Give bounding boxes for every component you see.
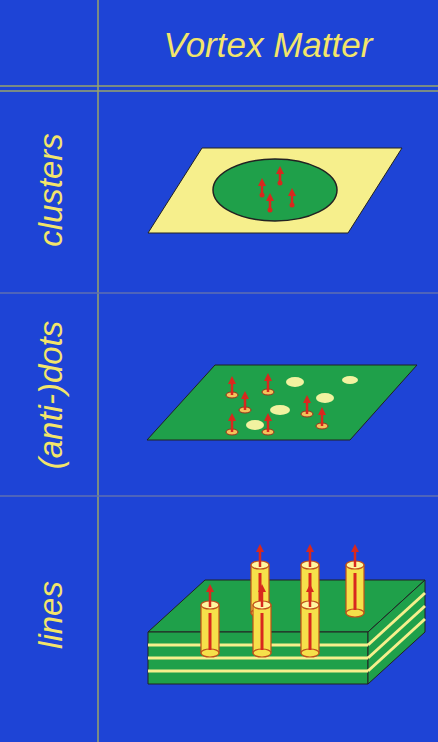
row-label: (anti-)dots [34, 321, 67, 470]
panel-title: Vortex Matter [164, 27, 373, 62]
layered-slab [148, 580, 425, 684]
vortex-symbols [201, 166, 364, 657]
cluster-sample [148, 148, 402, 233]
dots-sample [147, 365, 417, 440]
row-label: clusters [34, 133, 67, 247]
row-label: lines [34, 581, 67, 649]
